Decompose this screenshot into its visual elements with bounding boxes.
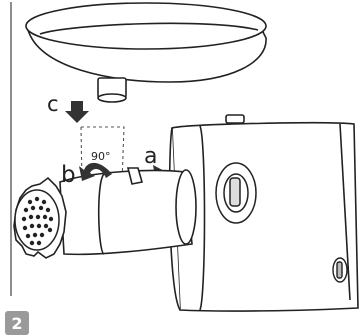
cutting-plate-icon xyxy=(14,189,60,251)
label-a: a xyxy=(144,144,157,169)
motor-housing xyxy=(168,114,359,312)
down-arrow-icon xyxy=(65,101,89,123)
step-number-badge: 2 xyxy=(5,311,29,335)
hopper-tray xyxy=(25,2,267,103)
angle-label: 90° xyxy=(91,150,111,163)
grinder-body xyxy=(59,167,197,256)
insertion-guide xyxy=(80,126,125,185)
label-c: c xyxy=(47,92,59,116)
grinder-port xyxy=(215,162,257,224)
label-b: b xyxy=(61,162,76,188)
side-switch xyxy=(332,257,348,283)
rotate-arrow-icon xyxy=(79,162,112,181)
